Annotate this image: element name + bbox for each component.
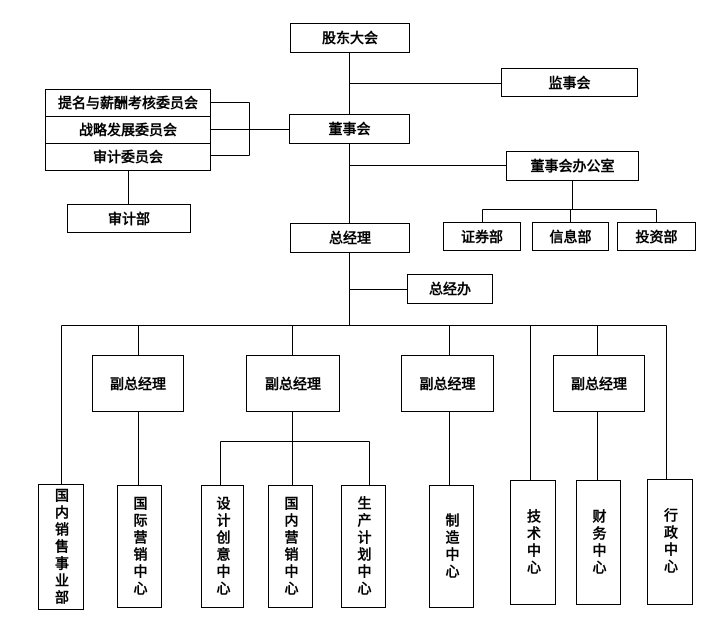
committee-strategy-development: 战略发展委员会 xyxy=(45,116,211,144)
general-manager-box: 总经理 xyxy=(290,223,410,253)
design-creative-center-label: 设计创意中心 xyxy=(214,495,231,598)
committee-nomination-remuneration: 提名与薪酬考核委员会 xyxy=(45,89,211,117)
deputy-gm-box-4: 副总经理 xyxy=(553,355,645,412)
domestic-marketing-center-label: 国内营销中心 xyxy=(282,495,299,598)
international-marketing-center-label: 国际营销中心 xyxy=(131,495,148,598)
international-marketing-center-box: 国际营销中心 xyxy=(117,485,162,608)
production-planning-center-box: 生产计划中心 xyxy=(341,485,386,608)
technology-center-box: 技术中心 xyxy=(510,480,556,605)
gm-office-box: 总经办 xyxy=(407,274,493,304)
information-department-box: 信息部 xyxy=(532,222,609,251)
design-creative-center-box: 设计创意中心 xyxy=(201,485,244,608)
technology-center-label: 技术中心 xyxy=(525,508,541,577)
manufacturing-center-label: 制造中心 xyxy=(443,512,460,581)
securities-department-box: 证券部 xyxy=(443,222,521,251)
finance-center-box: 财务中心 xyxy=(576,480,621,605)
administration-center-label: 行政中心 xyxy=(662,508,678,576)
domestic-marketing-center-box: 国内营销中心 xyxy=(268,485,313,608)
administration-center-box: 行政中心 xyxy=(647,479,693,605)
domestic-sales-division-label: 国内销售事业部 xyxy=(53,487,69,607)
manufacturing-center-box: 制造中心 xyxy=(429,485,474,608)
finance-center-label: 财务中心 xyxy=(590,508,607,577)
domestic-sales-division-box: 国内销售事业部 xyxy=(38,484,84,610)
shareholders-meeting-box: 股东大会 xyxy=(290,23,410,53)
production-planning-center-label: 生产计划中心 xyxy=(355,495,372,598)
investment-department-box: 投资部 xyxy=(617,222,696,251)
committee-audit: 审计委员会 xyxy=(45,143,211,171)
audit-department-box: 审计部 xyxy=(67,204,191,233)
deputy-gm-box-2: 副总经理 xyxy=(246,355,340,412)
deputy-gm-box-3: 副总经理 xyxy=(401,355,494,412)
deputy-gm-box-1: 副总经理 xyxy=(92,355,184,412)
board-of-directors-box: 董事会 xyxy=(289,114,410,144)
board-office-box: 董事会办公室 xyxy=(506,151,639,181)
supervisory-board-box: 监事会 xyxy=(501,68,638,97)
